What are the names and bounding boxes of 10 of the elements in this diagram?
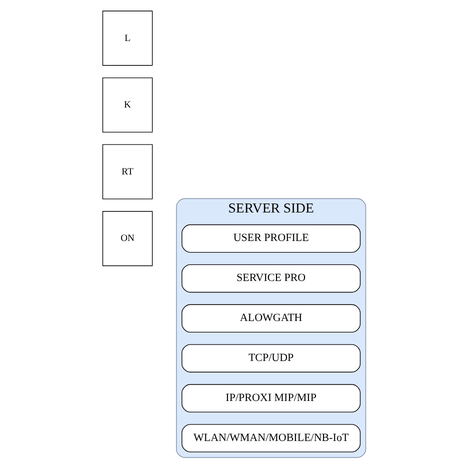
node-box: SERVICE PRO <box>182 264 361 293</box>
node-box: ON <box>102 211 153 266</box>
node-box: RT <box>102 144 153 200</box>
node-box: WLAN/WMAN/MOBILE/NB-IoT <box>182 424 361 452</box>
node-box: K <box>102 77 153 133</box>
node-box: ALOWGATH <box>182 304 361 333</box>
node-box: L <box>102 10 153 66</box>
node-box: USER PROFILE <box>182 224 361 253</box>
node-box: TCP/UDP <box>182 344 361 372</box>
node-box: IP/PROXI MIP/MIP <box>182 384 361 412</box>
